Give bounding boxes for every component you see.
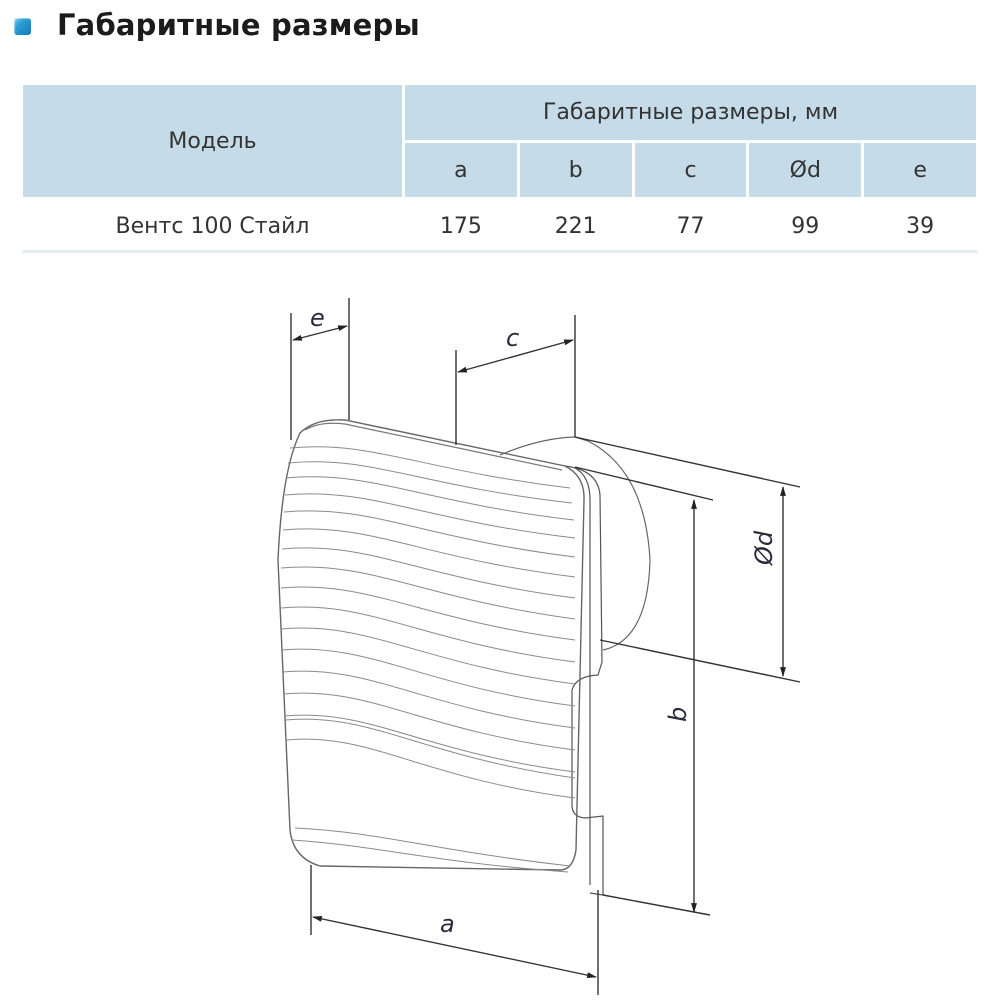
section-title: Габаритные размеры (57, 8, 420, 42)
column-header-a: a (402, 140, 520, 200)
dimension-label-b: b (664, 706, 692, 722)
dimension-label-e: e (310, 304, 325, 332)
column-header-d: Ød (746, 140, 865, 200)
value-cell-d: 99 (747, 198, 863, 253)
fan-line-drawing (277, 298, 801, 995)
value-cell-e: 39 (862, 198, 978, 253)
model-cell: Вентс 100 Стайл (21, 198, 404, 253)
blue-square-bullet-icon (14, 17, 31, 35)
section-header: Габаритные размеры (14, 2, 420, 48)
value-cell-b: 221 (518, 198, 634, 253)
dimension-label-c: c (506, 324, 520, 352)
table-row: Вентс 100 Стайл 175 221 77 99 39 (21, 198, 978, 253)
model-header: Модель (20, 82, 405, 200)
fan-dimension-drawing: e c Ød b a (0, 260, 1000, 1000)
dimension-label-d: Ød (750, 530, 778, 565)
dimensions-table: Модель Габаритные размеры, мм a b c Ød e… (20, 82, 979, 253)
dimension-label-a: a (440, 910, 455, 938)
value-cell-a: 175 (403, 198, 519, 253)
dimensions-group-header: Габаритные размеры, мм (402, 82, 979, 143)
column-header-e: e (861, 140, 979, 200)
value-cell-c: 77 (633, 198, 748, 253)
column-header-c: c (631, 140, 750, 200)
column-header-b: b (516, 140, 635, 200)
